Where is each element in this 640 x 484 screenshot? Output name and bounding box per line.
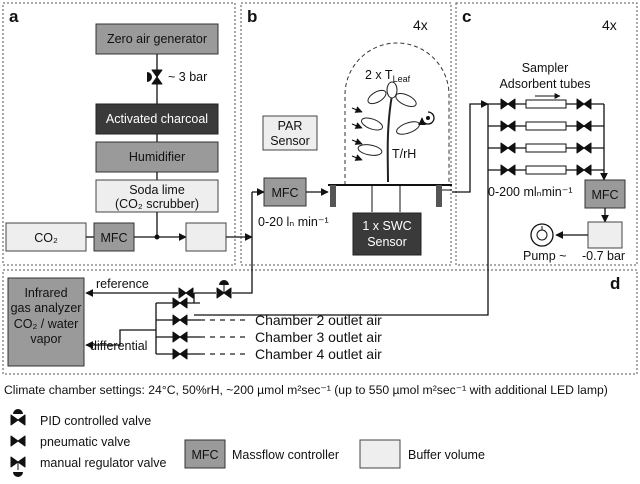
panel-d-frame xyxy=(2,269,638,375)
legend-buffer-label: Buffer volume xyxy=(408,448,485,462)
co2-label: CO₂ xyxy=(34,231,58,245)
zero-air-generator-label: Zero air generator xyxy=(107,32,207,46)
soda-lime-label: Soda lime xyxy=(129,183,185,197)
activated-charcoal-label: Activated charcoal xyxy=(106,112,208,126)
flow-c-label: 0-200 mlₙmin⁻¹ xyxy=(488,185,573,199)
climate-settings-caption: Climate chamber settings: 24°C, 50%rH, ~… xyxy=(4,383,608,397)
zero-air-generator-box xyxy=(95,23,219,55)
pump-pressure-label: -0.7 bar xyxy=(582,249,625,263)
legend-mfc-label: Massflow controller xyxy=(232,448,339,462)
humidifier-label: Humidifier xyxy=(129,150,185,164)
legend-manual-label: manual regulator valve xyxy=(40,456,167,470)
inlet-arrows-icon xyxy=(351,106,363,161)
mfc-c-box xyxy=(584,179,626,209)
panel-d-label: d xyxy=(610,274,620,293)
tleaf-label: 2 x TLeaf xyxy=(365,68,411,84)
chamber-dome xyxy=(344,42,450,185)
legend-pid-label: PID controlled valve xyxy=(40,414,151,428)
mfc-c-label: MFC xyxy=(591,188,618,202)
panel-c-count: 4x xyxy=(602,17,617,33)
analyzer-label-2: gas analyzer xyxy=(11,301,82,315)
fan-icon xyxy=(418,111,435,126)
swc-sensor-box xyxy=(352,212,422,256)
differential-valve-row-1 xyxy=(156,297,200,309)
buffer-a-box xyxy=(185,222,227,252)
manual-valve-reference-icon xyxy=(216,280,232,299)
pump-label: Pump ~ xyxy=(523,249,566,263)
swc-label-2: Sensor xyxy=(367,235,407,249)
panel-c-frame xyxy=(455,2,638,266)
chamber-leg-left xyxy=(330,185,336,207)
panel-b-count: 4x xyxy=(413,17,428,33)
panel-b-frame xyxy=(240,2,452,266)
legend-pid-valve-icon xyxy=(10,409,26,426)
mfc-a-box xyxy=(93,222,135,252)
analyzer-label-4: vapor xyxy=(30,332,61,346)
legend-pneumatic-label: pneumatic valve xyxy=(40,435,130,449)
par-sensor-box xyxy=(262,115,318,151)
reference-label: reference xyxy=(96,277,149,291)
sampler-row-3 xyxy=(488,142,604,154)
activated-charcoal-box xyxy=(95,103,219,135)
sampler-row-4 xyxy=(488,164,604,176)
mfc-a-label: MFC xyxy=(100,231,127,245)
differential-valve-row-2 xyxy=(156,314,200,326)
legend: PID controlled valve pneumatic valve man… xyxy=(10,409,485,477)
reference-pneumatic-valve-icon xyxy=(178,287,194,299)
par-label-2: Sensor xyxy=(270,134,310,148)
sampler-label: Sampler xyxy=(522,61,569,75)
legend-manual-valve-icon xyxy=(10,456,26,477)
legend-mfc-box-label: MFC xyxy=(191,448,218,462)
adsorbent-tubes-label: Adsorbent tubes xyxy=(499,77,590,91)
chamber-leg-right xyxy=(436,185,442,207)
mfc-b-label: MFC xyxy=(271,186,298,200)
pipe-chamber-to-sampler xyxy=(452,100,489,193)
differential-valve-row-3 xyxy=(156,331,200,343)
pid-valve-icon xyxy=(147,69,163,85)
par-label-1: PAR xyxy=(278,119,303,133)
panel-a-label: a xyxy=(9,7,19,26)
pipe-differential-to-analyzer xyxy=(85,329,156,349)
pump-icon xyxy=(530,223,554,247)
humidifier-box xyxy=(95,141,219,173)
chamber2-label: Chamber 2 outlet air xyxy=(255,312,382,328)
plant-icon xyxy=(357,81,420,183)
legend-mfc-box xyxy=(184,439,226,469)
junction-dot xyxy=(154,234,160,240)
panel-b-label: b xyxy=(247,7,257,26)
pressure-label: ~ 3 bar xyxy=(168,70,207,84)
gas-analyzer-box xyxy=(7,277,85,367)
analyzer-label-3: CO₂ / water xyxy=(14,317,79,331)
legend-pneumatic-valve-icon xyxy=(10,435,26,447)
analyzer-label-1: Infrared xyxy=(24,286,67,300)
pipe-chamber1-outlet-to-d xyxy=(194,170,489,316)
sampler-row-2 xyxy=(488,120,604,132)
sampler-row-1 xyxy=(488,98,604,110)
flow-b-label: 0-20 lₙ min⁻¹ xyxy=(258,215,329,229)
legend-buffer-box xyxy=(359,439,401,469)
co2-box xyxy=(5,222,87,252)
chamber4-label: Chamber 4 outlet air xyxy=(255,346,382,362)
chamber3-label: Chamber 3 outlet air xyxy=(255,329,382,345)
scrubber-label: (CO₂ scrubber) xyxy=(115,197,199,211)
soda-lime-box xyxy=(95,179,219,213)
panel-c-label: c xyxy=(462,7,471,26)
differential-valve-row-4 xyxy=(156,348,200,360)
swc-label-1: 1 x SWC xyxy=(362,219,411,233)
buffer-c-box xyxy=(587,221,623,249)
trh-label: T/rH xyxy=(392,147,416,161)
panel-a-frame xyxy=(2,2,236,266)
pipe-reference-branch xyxy=(232,237,253,294)
differential-label: differential xyxy=(90,339,147,353)
